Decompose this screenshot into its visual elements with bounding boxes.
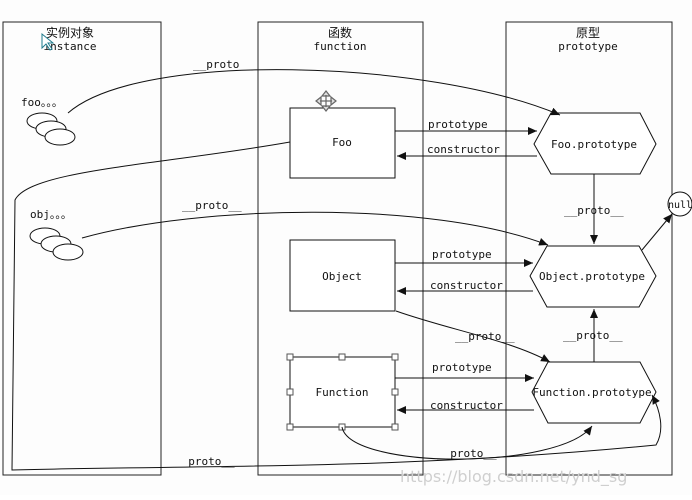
prototype-title-en: prototype [558,40,618,53]
foo-function-proto-arrow [11,141,662,471]
function-title-en: function [314,40,367,53]
object-function-box [289,239,396,312]
foo-constructor-edge-label: constructor [427,143,500,156]
foo-prototype-hexagon [533,112,657,175]
instance-title-cn: 实例对象 [46,25,94,40]
cursor-icon [41,32,55,51]
foo-instance-ellipses [26,112,76,146]
function-function-label: Function [316,386,369,399]
object-prototype-edge-label: prototype [432,248,492,261]
watermark: https://blog.csdn.net/ynd_sg [400,467,627,487]
foo-instance-proto-arrow [67,69,561,116]
instance-column [2,21,162,476]
object-prototype-proto-arrow [641,213,673,251]
move-icon [315,90,337,112]
obj-instance-label: obj。。。 [30,208,72,221]
prototype-title-cn: 原型 [576,26,600,40]
foo-function-box [289,107,396,179]
function-prototype-hexagon [531,361,657,424]
function-prototype-proto-label: __proto__ [563,329,623,342]
object-function-label: Object [322,270,362,283]
function-column [257,21,424,476]
foo-prototype-edge-label: prototype [428,118,488,131]
function-function-proto-label: __proto__ [437,447,497,460]
object-constructor-edge-label: constructor [430,279,503,292]
instance-title-en: instance [44,40,97,53]
obj-instance-proto-label: __proto__ [182,199,242,212]
foo-prototype-label: Foo.prototype [551,138,637,151]
object-prototype-hexagon [529,245,657,308]
null-circle [667,191,692,217]
null-label: null [668,200,692,211]
foo-instance-label: foo。。。 [21,96,63,109]
object-prototype-label: Object.prototype [539,270,645,283]
foo-function-label: Foo [332,136,352,149]
function-function-box [289,356,396,428]
function-prototype-label: Function.prototype [532,386,651,399]
foo-function-proto-label: __proto__ [175,455,235,468]
prototype-column [505,21,673,476]
obj-instance-proto-arrow [81,211,549,246]
function-prototype-edge-label: prototype [432,361,492,374]
object-function-proto-label: __proto__ [455,330,515,343]
selection-handles [286,353,399,431]
foo-instance-proto-label: __proto__ [193,58,253,71]
function-title-cn: 函数 [328,25,352,40]
function-constructor-edge-label: constructor [430,399,503,412]
object-function-proto-arrow [395,310,551,363]
obj-instance-ellipses [29,227,84,261]
foo-prototype-proto-label: __proto__ [564,204,624,217]
function-function-proto-arrow [341,425,593,460]
